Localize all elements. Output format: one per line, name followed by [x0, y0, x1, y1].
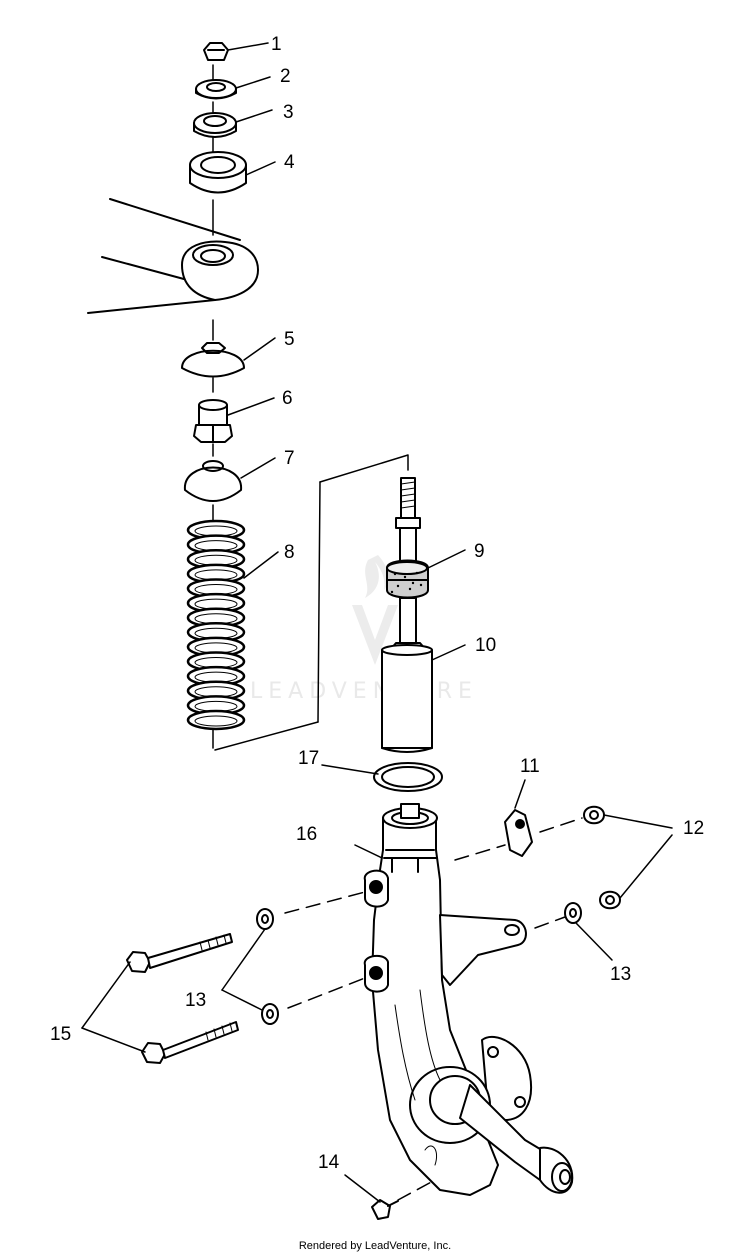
part-5-upper-cap	[181, 342, 245, 378]
leadventure-watermark: LEADVENTURE	[250, 555, 478, 704]
callout-2: 2	[280, 66, 291, 87]
frame-mount-bracket	[87, 198, 259, 314]
part-16-spindle-housing	[363, 803, 574, 1196]
part-13-washer-left-upper	[256, 908, 274, 930]
callout-leader-lines	[81, 42, 673, 1203]
part-13-washer-left-lower	[261, 1003, 279, 1025]
part-7-lower-cap	[183, 460, 243, 502]
callout-13-left: 13	[185, 990, 206, 1011]
part-2-washer	[195, 79, 237, 100]
part-3-bushing	[193, 112, 237, 138]
callout-3: 3	[283, 102, 294, 123]
watermark-text: LEADVENTURE	[250, 679, 478, 704]
part-17-seal-ring	[373, 762, 443, 792]
part-6-bushing-nut	[193, 399, 233, 443]
callout-15: 15	[50, 1024, 71, 1045]
part-1-top-nut	[203, 42, 229, 61]
callout-numbers: 1 2 3 4 5 6 7 8 9 10 11 12 13 13 14 15 1…	[50, 34, 704, 1173]
part-15-bolt-upper	[126, 933, 233, 973]
callout-1: 1	[271, 34, 282, 55]
callout-12: 12	[683, 818, 704, 839]
part-4-cup	[189, 151, 247, 194]
callout-11: 11	[520, 756, 540, 777]
callout-5: 5	[284, 329, 295, 350]
part-11-brake-line-clip	[504, 809, 533, 857]
part-8-coil-spring	[186, 519, 246, 731]
footer-credit: Rendered by LeadVenture, Inc.	[298, 1240, 452, 1252]
part-12-nut-lower	[599, 890, 621, 910]
part-13-washer-right	[564, 902, 582, 924]
part-9-bump-stop	[386, 559, 429, 599]
spring-coil-inner	[194, 715, 238, 727]
part-10-shock-absorber	[381, 477, 433, 753]
callout-4: 4	[284, 152, 295, 173]
callout-17: 17	[298, 748, 319, 769]
assembly-bracket-line	[214, 454, 409, 751]
callout-9: 9	[474, 541, 485, 562]
part-15-bolt-lower	[141, 1021, 239, 1064]
part-14-bleeder-screw	[371, 1199, 399, 1220]
assembly-dash-lines	[284, 817, 583, 1201]
callout-6: 6	[282, 388, 293, 409]
callout-16: 16	[296, 824, 317, 845]
part-12-nut-upper	[583, 805, 605, 825]
callout-10: 10	[475, 635, 496, 656]
callout-8: 8	[284, 542, 295, 563]
callout-14: 14	[318, 1152, 340, 1173]
callout-13-right: 13	[610, 964, 631, 985]
callout-7: 7	[284, 448, 295, 469]
